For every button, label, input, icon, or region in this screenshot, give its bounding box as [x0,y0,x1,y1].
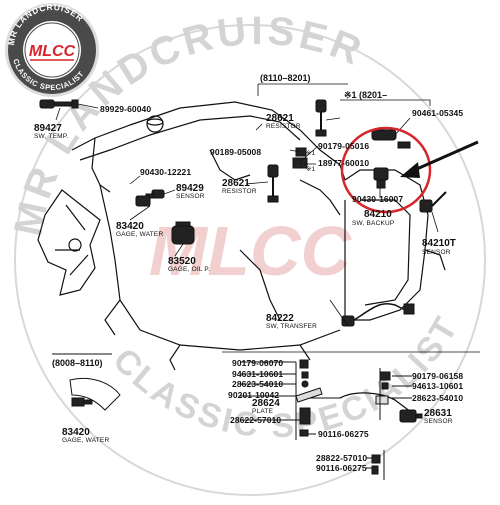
label-84222-desc: SW, TRANSFER [266,323,318,330]
label-89427: 89427 [34,123,62,134]
lower-assembly [240,359,423,480]
label-84210t: 84210T [422,238,456,249]
label-90461-05345: 90461-05345 [412,108,464,118]
label-28624-desc: PLATE [252,408,274,415]
highlight-arrow-head [400,162,420,178]
label-83420-desc: GAGE, WATER [116,231,164,238]
label-89929-60040: 89929-60040 [100,104,152,114]
label-28631: 28631 [424,408,452,419]
inset-water-gage [69,377,121,411]
label-83520-desc: GAGE, OIL P. [168,266,211,273]
engine-block [37,101,446,371]
label-90116-06275-left: 90116-06275 [318,429,369,439]
label-83520: 83520 [168,256,196,267]
label-28622-57010-left: 28622-57010 [230,415,282,425]
highlight-arrow-shaft [409,140,479,174]
leader-lines [55,83,439,327]
label-90201-10042: 90201-10042 [228,390,280,400]
label-83420-lower: 83420 [62,427,90,438]
range-top: (8110–8201) [260,73,311,83]
range-top-right: ※1 (8201– [344,90,388,100]
label-90430-16007: 90430-16007 [352,194,404,204]
label-28621-b-desc: RESISTOR [222,188,257,195]
label-28623-54010-left: 28623-54010 [232,379,284,389]
label-90179-05016: 90179-05016 [318,141,370,151]
label-83420-lower-desc: GAGE, WATER [62,437,110,444]
label-89429: 89429 [176,183,204,194]
label-84222: 84222 [266,313,294,324]
label-90430-12221: 90430-12221 [140,167,192,177]
label-28621-desc: RESISTOR [266,123,301,130]
label-90189-05008: 90189-05008 [210,147,262,157]
label-84210: 84210 [364,209,392,220]
label-28822-57010: 28822-57010 [316,453,368,463]
label-28621: 28621 [266,113,294,124]
label-94631-10601: 94631-10601 [232,369,284,379]
watermark-ring [14,24,486,496]
label-89427-desc: SW, TEMP. [34,133,69,140]
label-94613-10601: 94613-10601 [412,381,464,391]
highlight-callout [340,126,479,214]
label-star1-a: ※1 [306,150,316,157]
label-84210t-desc: SENSOR [422,249,451,256]
logo-badge: MR LANDCRUISER CLASSIC SPECIALIST MLCC [5,2,99,97]
label-28624: 28624 [252,398,280,409]
logo-center: MLCC [29,43,76,60]
range-left: (8008–8110) [52,358,103,368]
label-83420: 83420 [116,221,144,232]
label-28631-desc: SENSOR [424,418,453,425]
label-28623-54010-right: 28623-54010 [412,393,464,403]
label-84210-desc: SW, BACKUP [352,220,395,227]
label-90179-06158: 90179-06158 [412,371,464,381]
label-18977-60010: 18977-60010 [318,158,370,168]
label-90179-06070: 90179-06070 [232,358,284,368]
label-28621-b: 28621 [222,178,250,189]
highlight-circle [340,126,432,214]
label-89429-desc: SENSOR [176,193,205,200]
label-90116-06275-bottom: 90116-06275 [316,463,367,473]
label-star1-b: ※1 [306,166,316,173]
